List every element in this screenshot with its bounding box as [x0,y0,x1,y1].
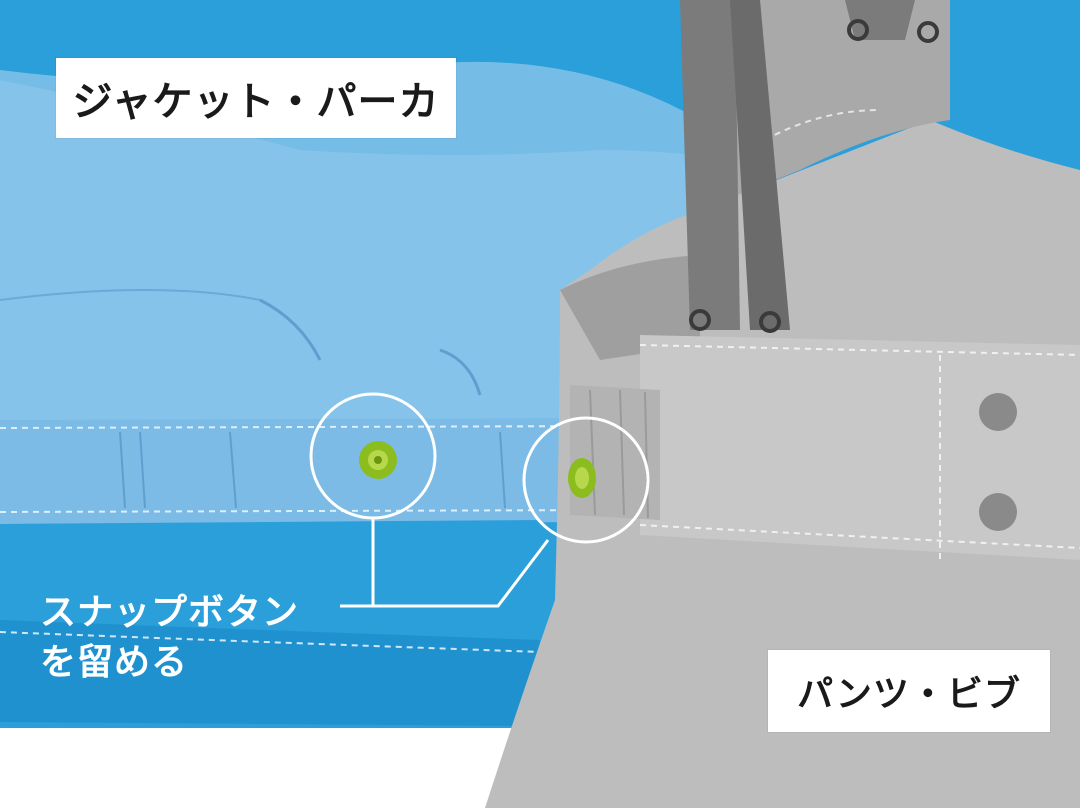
callout-line-1: スナップボタン [40,592,300,633]
callout-line-2: を留める [40,642,189,683]
snap-callout-text: スナップボタン を留める [40,588,299,688]
snap-button-icon [359,441,397,479]
snap-gray-bottom [979,493,1017,531]
bib-stitch [764,109,881,141]
waistband-stitch-top [0,425,621,429]
snap-button-icon [568,458,596,498]
pants-stitch-top [639,344,1080,356]
pants-stitch-bottom [639,524,1080,549]
band-shadow [0,520,540,540]
waistband-gathers [119,431,506,509]
jacket-waistband [0,418,620,524]
jacket-crease-2 [439,348,482,396]
jacket-fold [0,289,261,301]
suspender-clip-icon [689,19,939,333]
bib-inner [560,255,700,360]
jacket-crease [259,298,322,361]
gather-lines [589,389,649,519]
jacket-label: ジャケット・パーカ [56,58,456,138]
strap-right [730,0,790,330]
bottom-white-area [0,728,520,808]
pants-waistband [640,335,1080,560]
lower-stitch [0,631,541,653]
callout-lines [340,518,550,608]
highlight-circle-pants [522,416,650,544]
strap-top-right [845,0,915,40]
strap-left [680,0,740,330]
lower-hem [0,620,540,726]
pants-label: パンツ・ビブ [768,650,1050,732]
waistband-stitch-bottom [0,509,621,513]
snap-gray-top [979,393,1017,431]
